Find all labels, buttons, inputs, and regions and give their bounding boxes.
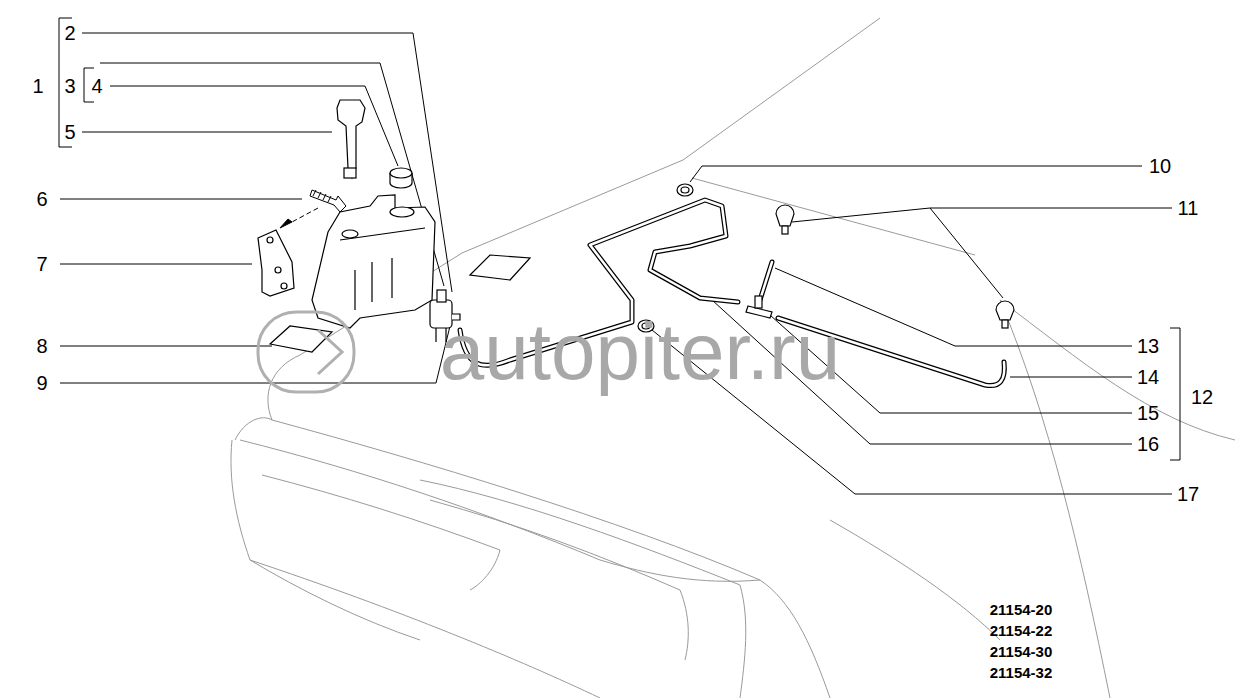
callout-number: 2	[64, 23, 75, 43]
callout-number: 3	[64, 76, 75, 96]
car-outline	[692, 178, 975, 255]
callout-number: 13	[1137, 336, 1159, 356]
callout-number: 7	[36, 254, 47, 274]
callout-number: 15	[1137, 403, 1159, 423]
watermark: autopiter.ru	[440, 312, 840, 392]
watermark-logo	[258, 312, 354, 392]
leader-line	[690, 166, 1142, 182]
nozzle	[782, 226, 788, 234]
car-outline	[600, 560, 760, 581]
washer-reservoir	[312, 195, 435, 328]
callout-number: 8	[36, 336, 47, 356]
callout-number: 17	[1177, 484, 1199, 504]
leader-line	[60, 33, 1172, 494]
washer-reservoir	[340, 228, 425, 240]
level-sensor	[337, 100, 365, 178]
screw	[280, 219, 292, 228]
washer-reservoir	[342, 230, 358, 238]
car-outline	[420, 480, 746, 698]
hose	[760, 262, 772, 300]
callout-number: 6	[36, 189, 47, 209]
leader-line	[60, 264, 252, 265]
bracket	[1170, 328, 1180, 460]
car-outline	[231, 18, 1235, 698]
cap	[390, 168, 412, 178]
watermark-logo	[318, 330, 342, 374]
model-code: 21154-30	[990, 644, 1053, 659]
car-outline	[235, 418, 272, 440]
nozzle	[996, 301, 1014, 320]
car-outline	[683, 18, 880, 160]
pump	[437, 290, 446, 302]
grommet	[638, 184, 693, 332]
nozzle	[776, 205, 794, 226]
cap	[390, 168, 412, 188]
callout-number: 1	[32, 76, 43, 96]
washer-reservoir	[355, 258, 392, 310]
level-sensor	[337, 100, 365, 178]
car-outline	[268, 355, 300, 420]
callout-number: 4	[91, 76, 102, 96]
bracket-part	[275, 267, 281, 273]
leader-line	[792, 208, 1172, 222]
screw	[280, 190, 346, 228]
washer-reservoir	[312, 195, 435, 328]
screw	[292, 208, 318, 222]
hose	[760, 262, 772, 300]
callout-number: 9	[36, 373, 47, 393]
model-code: 21154-22	[990, 623, 1053, 638]
callout-number: 14	[1137, 367, 1159, 387]
grommet	[677, 184, 693, 196]
bracket-part	[258, 230, 294, 296]
callout-number: 12	[1191, 387, 1213, 407]
bracket	[59, 18, 1180, 460]
car-outline	[272, 420, 830, 698]
bracket-part	[281, 283, 287, 289]
level-sensor	[344, 168, 356, 178]
screw	[310, 190, 346, 212]
leader-line	[60, 346, 272, 347]
leader-line	[60, 199, 302, 200]
nozzle	[1002, 320, 1008, 328]
car-outline	[250, 560, 420, 640]
pad	[470, 255, 530, 280]
grommet	[681, 187, 689, 193]
washer-reservoir	[390, 207, 414, 217]
leader-line	[60, 318, 452, 383]
leader-line	[930, 208, 1003, 298]
screw	[313, 190, 331, 202]
model-code: 21154-32	[990, 665, 1053, 680]
car-outline	[1000, 300, 1235, 440]
model-code: 21154-20	[990, 602, 1053, 617]
leader-line	[1010, 377, 1132, 378]
tee-connector	[755, 296, 762, 308]
callout-number: 11	[1178, 198, 1199, 218]
car-outline	[830, 520, 1000, 640]
bracket-part	[267, 237, 273, 243]
callout-number: 16	[1137, 434, 1159, 454]
leader-line	[82, 132, 332, 133]
car-outline	[231, 440, 600, 698]
car-outline	[1000, 300, 1110, 698]
bracket-part	[258, 230, 294, 296]
car-outline	[430, 500, 688, 660]
car-outline	[262, 475, 500, 590]
watermark-logo	[258, 312, 354, 392]
callout-number: 5	[64, 122, 75, 142]
pad	[270, 326, 332, 352]
callout-number: 10	[1149, 156, 1171, 176]
car-outline	[240, 440, 600, 560]
nozzle	[776, 205, 1014, 328]
